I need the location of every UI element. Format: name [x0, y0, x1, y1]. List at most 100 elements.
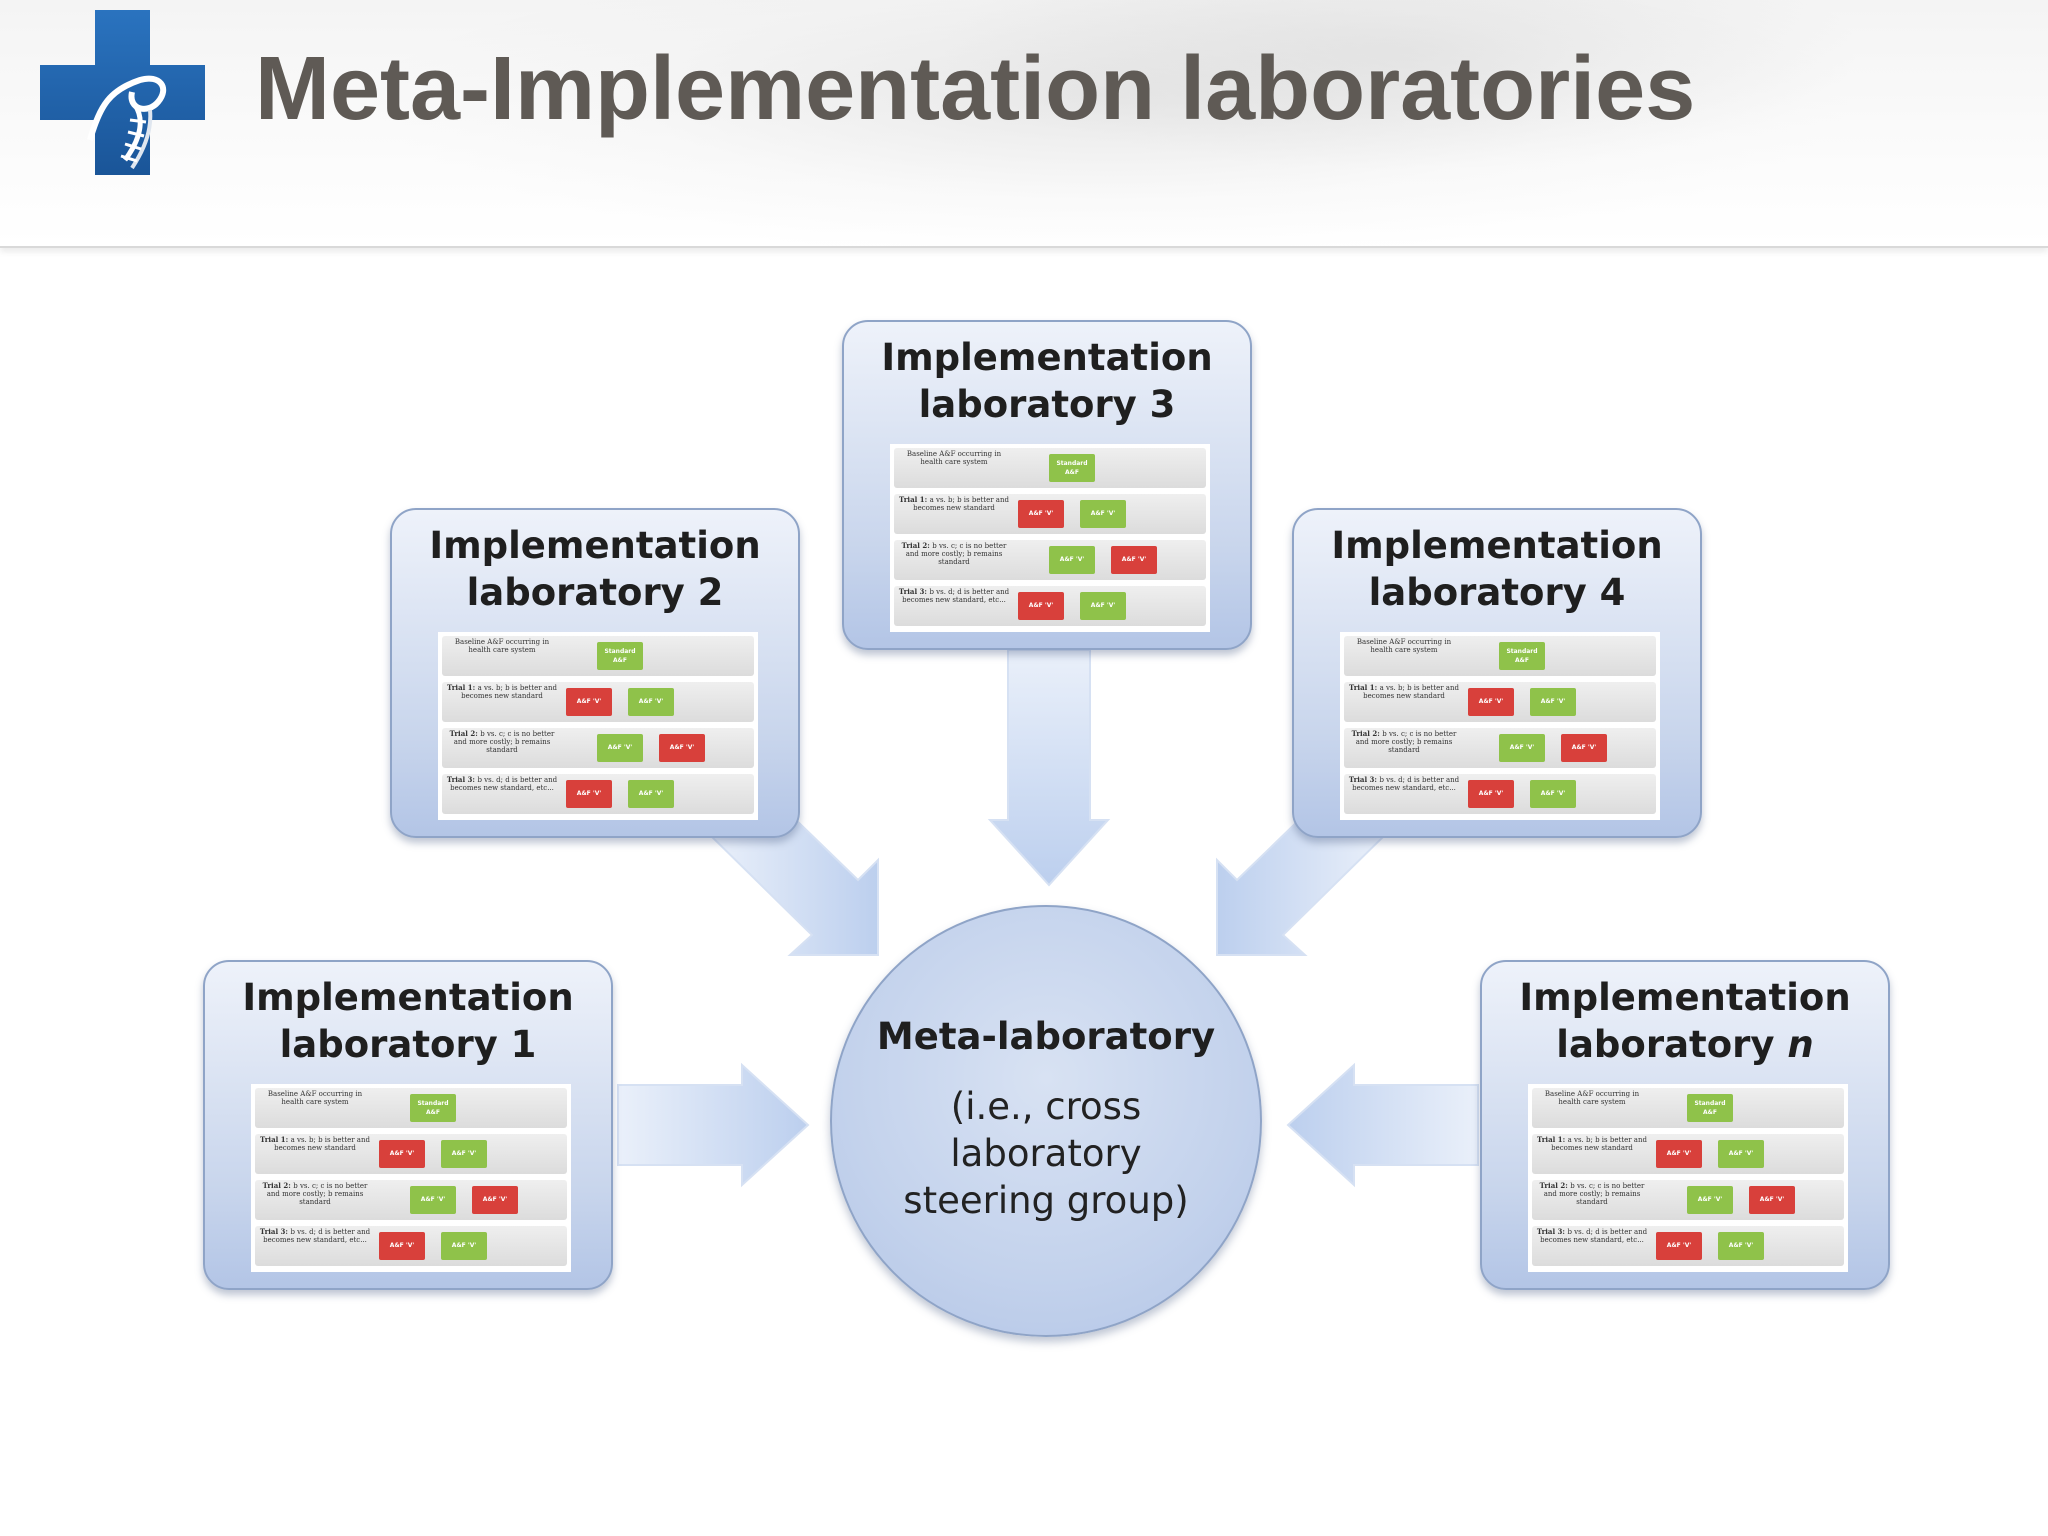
- meta-title: Meta-laboratory: [876, 1015, 1216, 1058]
- green-af-variant-chip: A&F 'V': [1687, 1186, 1733, 1214]
- green-af-variant-chip: A&F 'V': [1499, 734, 1545, 762]
- mini-table-row: Trial 3: b vs. d; d is better and become…: [442, 774, 754, 814]
- mini-row-text: Trial 3: b vs. d; d is better and become…: [1348, 776, 1460, 792]
- mini-row-text: Trial 3: b vs. d; d is better and become…: [898, 588, 1010, 604]
- header-swirl-decoration: [360, 0, 1860, 246]
- mini-row-text: Baseline A&F occurring in health care sy…: [454, 638, 550, 654]
- red-af-variant-chip: A&F 'V': [1018, 500, 1064, 528]
- mini-row-text: Trial 3: b vs. d; d is better and become…: [446, 776, 558, 792]
- lab-2-box: Implementation laboratory 2 Baseline A&F…: [390, 508, 800, 838]
- meta-subtitle: (i.e., cross laboratory steering group): [903, 1085, 1189, 1222]
- mini-row-text: Trial 1: a vs. b; b is better and become…: [447, 684, 557, 700]
- mini-row-text: Trial 1: a vs. b; b is better and become…: [1349, 684, 1459, 700]
- arrow-lab3-to-meta: [987, 649, 1111, 887]
- red-af-variant-chip: A&F 'V': [566, 688, 612, 716]
- arrow-lab1-to-meta: [617, 1062, 810, 1188]
- mini-row-text: Trial 1: a vs. b; b is better and become…: [899, 496, 1009, 512]
- lab-3-box: Implementation laboratory 3 Baseline A&F…: [842, 320, 1252, 650]
- standard-af-chip: Standard A&F: [1499, 642, 1545, 670]
- lab-4-mini-table: Baseline A&F occurring in health care sy…: [1340, 632, 1660, 820]
- mini-row-text: Trial 2: b vs. c; c is no better and mor…: [1351, 730, 1457, 754]
- green-af-variant-chip: A&F 'V': [1530, 780, 1576, 808]
- lab-2-mini-table: Baseline A&F occurring in health care sy…: [438, 632, 758, 820]
- arrow-labn-to-meta: [1286, 1062, 1479, 1188]
- green-af-variant-chip: A&F 'V': [410, 1186, 456, 1214]
- red-af-variant-chip: A&F 'V': [659, 734, 705, 762]
- lab-n-title: Implementation laboratory n: [1519, 976, 1851, 1066]
- lab-n-mini-table: Baseline A&F occurring in health care sy…: [1528, 1084, 1848, 1272]
- standard-af-chip: Standard A&F: [1049, 454, 1095, 482]
- page-title: Meta-Implementation laboratories: [255, 39, 1696, 139]
- lab-1-mini-table: Baseline A&F occurring in health care sy…: [251, 1084, 571, 1272]
- lab-3-title: Implementation laboratory 3: [881, 336, 1213, 426]
- lab-1-title: Implementation laboratory 1: [242, 976, 574, 1066]
- green-af-variant-chip: A&F 'V': [1718, 1140, 1764, 1168]
- green-af-variant-chip: A&F 'V': [1080, 500, 1126, 528]
- red-af-variant-chip: A&F 'V': [1018, 592, 1064, 620]
- red-af-variant-chip: A&F 'V': [566, 780, 612, 808]
- mini-table-row: Trial 2: b vs. c; c is no better and mor…: [1344, 728, 1656, 768]
- mini-row-text: Trial 3: b vs. d; d is better and become…: [259, 1228, 371, 1244]
- mini-table-row: Trial 2: b vs. c; c is no better and mor…: [894, 540, 1206, 580]
- red-af-variant-chip: A&F 'V': [379, 1140, 425, 1168]
- mini-table-row: Trial 1: a vs. b; b is better and become…: [442, 682, 754, 722]
- lab-4-title: Implementation laboratory 4: [1331, 524, 1663, 614]
- standard-af-chip: Standard A&F: [1687, 1094, 1733, 1122]
- mini-table-row: Trial 2: b vs. c; c is no better and mor…: [255, 1180, 567, 1220]
- green-af-variant-chip: A&F 'V': [1530, 688, 1576, 716]
- mini-table-row: Trial 2: b vs. c; c is no better and mor…: [1532, 1180, 1844, 1220]
- mini-table-row: Trial 1: a vs. b; b is better and become…: [1344, 682, 1656, 722]
- mini-row-text: Baseline A&F occurring in health care sy…: [1544, 1090, 1640, 1106]
- mini-table-row: Baseline A&F occurring in health care sy…: [1532, 1088, 1844, 1128]
- lab-4-box: Implementation laboratory 4 Baseline A&F…: [1292, 508, 1702, 838]
- mini-table-row: Trial 1: a vs. b; b is better and become…: [1532, 1134, 1844, 1174]
- mini-row-text: Trial 2: b vs. c; c is no better and mor…: [1539, 1182, 1645, 1206]
- mini-table-row: Baseline A&F occurring in health care sy…: [442, 636, 754, 676]
- meta-laboratory-circle: Meta-laboratory (i.e., cross laboratory …: [830, 905, 1262, 1337]
- mini-table-row: Trial 3: b vs. d; d is better and become…: [894, 586, 1206, 626]
- mini-table-row: Trial 2: b vs. c; c is no better and mor…: [442, 728, 754, 768]
- lab-3-mini-table: Baseline A&F occurring in health care sy…: [890, 444, 1210, 632]
- mini-row-text: Baseline A&F occurring in health care sy…: [267, 1090, 363, 1106]
- mini-row-text: Trial 2: b vs. c; c is no better and mor…: [449, 730, 555, 754]
- green-af-variant-chip: A&F 'V': [1080, 592, 1126, 620]
- red-af-variant-chip: A&F 'V': [472, 1186, 518, 1214]
- green-af-variant-chip: A&F 'V': [628, 688, 674, 716]
- mini-row-text: Trial 2: b vs. c; c is no better and mor…: [901, 542, 1007, 566]
- red-af-variant-chip: A&F 'V': [1749, 1186, 1795, 1214]
- mini-row-text: Trial 3: b vs. d; d is better and become…: [1536, 1228, 1648, 1244]
- lab-2-title: Implementation laboratory 2: [429, 524, 761, 614]
- red-af-variant-chip: A&F 'V': [1468, 780, 1514, 808]
- lab-n-box: Implementation laboratory n Baseline A&F…: [1480, 960, 1890, 1290]
- red-af-variant-chip: A&F 'V': [1561, 734, 1607, 762]
- green-af-variant-chip: A&F 'V': [1718, 1232, 1764, 1260]
- mini-row-text: Trial 2: b vs. c; c is no better and mor…: [262, 1182, 368, 1206]
- green-af-variant-chip: A&F 'V': [441, 1140, 487, 1168]
- mini-table-row: Baseline A&F occurring in health care sy…: [894, 448, 1206, 488]
- mini-row-text: Baseline A&F occurring in health care sy…: [1356, 638, 1452, 654]
- mini-table-row: Trial 1: a vs. b; b is better and become…: [894, 494, 1206, 534]
- mini-table-row: Baseline A&F occurring in health care sy…: [255, 1088, 567, 1128]
- red-af-variant-chip: A&F 'V': [379, 1232, 425, 1260]
- mini-table-row: Baseline A&F occurring in health care sy…: [1344, 636, 1656, 676]
- lab-1-box: Implementation laboratory 1 Baseline A&F…: [203, 960, 613, 1290]
- mini-row-text: Trial 1: a vs. b; b is better and become…: [260, 1136, 370, 1152]
- red-af-variant-chip: A&F 'V': [1468, 688, 1514, 716]
- red-af-variant-chip: A&F 'V': [1111, 546, 1157, 574]
- standard-af-chip: Standard A&F: [597, 642, 643, 670]
- mini-table-row: Trial 3: b vs. d; d is better and become…: [1532, 1226, 1844, 1266]
- red-af-variant-chip: A&F 'V': [1656, 1232, 1702, 1260]
- green-af-variant-chip: A&F 'V': [597, 734, 643, 762]
- mini-row-text: Trial 1: a vs. b; b is better and become…: [1537, 1136, 1647, 1152]
- red-af-variant-chip: A&F 'V': [1656, 1140, 1702, 1168]
- green-af-variant-chip: A&F 'V': [628, 780, 674, 808]
- cross-dna-logo-icon: [40, 10, 205, 175]
- mini-table-row: Trial 3: b vs. d; d is better and become…: [1344, 774, 1656, 814]
- standard-af-chip: Standard A&F: [410, 1094, 456, 1122]
- green-af-variant-chip: A&F 'V': [1049, 546, 1095, 574]
- header-band: Meta-Implementation laboratories: [0, 0, 2048, 248]
- mini-table-row: Trial 3: b vs. d; d is better and become…: [255, 1226, 567, 1266]
- green-af-variant-chip: A&F 'V': [441, 1232, 487, 1260]
- mini-row-text: Baseline A&F occurring in health care sy…: [906, 450, 1002, 466]
